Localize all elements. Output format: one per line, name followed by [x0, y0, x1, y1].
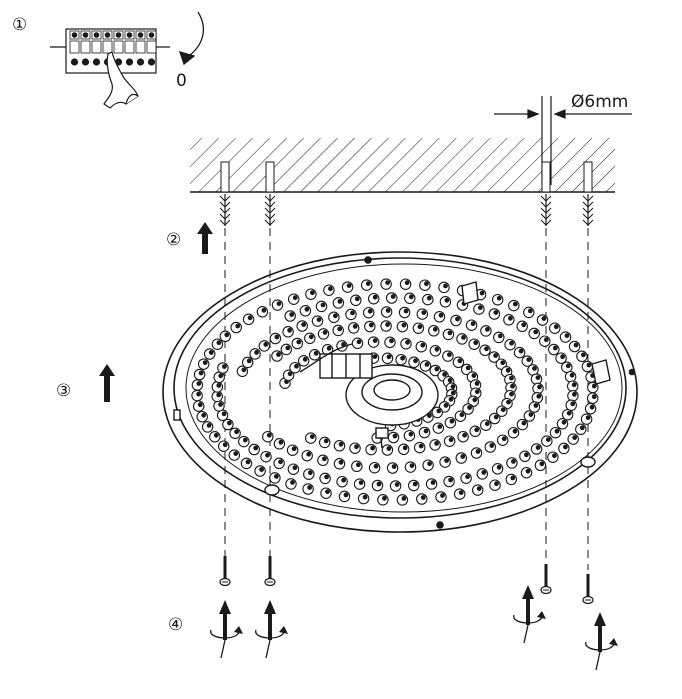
screwdriver-rotations — [210, 585, 618, 671]
mounting-clips — [173, 281, 611, 496]
rotate-off-arrow-icon — [178, 11, 204, 66]
drill-diameter-label: Ø6mm — [571, 92, 628, 112]
up-arrow-icon — [197, 222, 213, 254]
step-3-label: ③ — [56, 381, 71, 401]
ceiling — [190, 138, 615, 193]
step-1-label: ① — [12, 15, 27, 35]
switch-off-label: 0 — [176, 71, 187, 91]
ceiling-lamp-base — [162, 251, 638, 533]
step-2-label: ② — [166, 230, 181, 250]
wall-plugs — [219, 161, 594, 226]
center-connector — [299, 343, 439, 449]
step-4-label: ④ — [168, 615, 183, 635]
up-arrow-icon — [99, 364, 115, 402]
screws — [219, 556, 594, 605]
hand-icon — [103, 51, 139, 109]
